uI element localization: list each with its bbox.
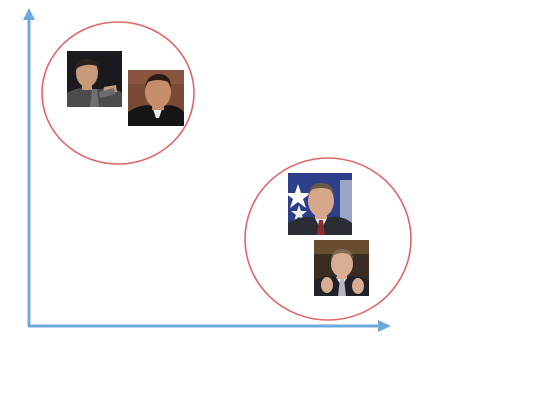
y-axis (23, 8, 35, 326)
cluster-ring-1 (41, 21, 195, 165)
y-axis-arrowhead (23, 8, 35, 20)
photo-2 (128, 70, 184, 126)
x-axis (28, 320, 391, 332)
x-axis-arrowhead (378, 320, 391, 332)
photo-4 (314, 240, 369, 296)
photo-1 (67, 51, 122, 107)
cluster-ring-2 (244, 157, 412, 321)
photo-3 (288, 173, 352, 235)
